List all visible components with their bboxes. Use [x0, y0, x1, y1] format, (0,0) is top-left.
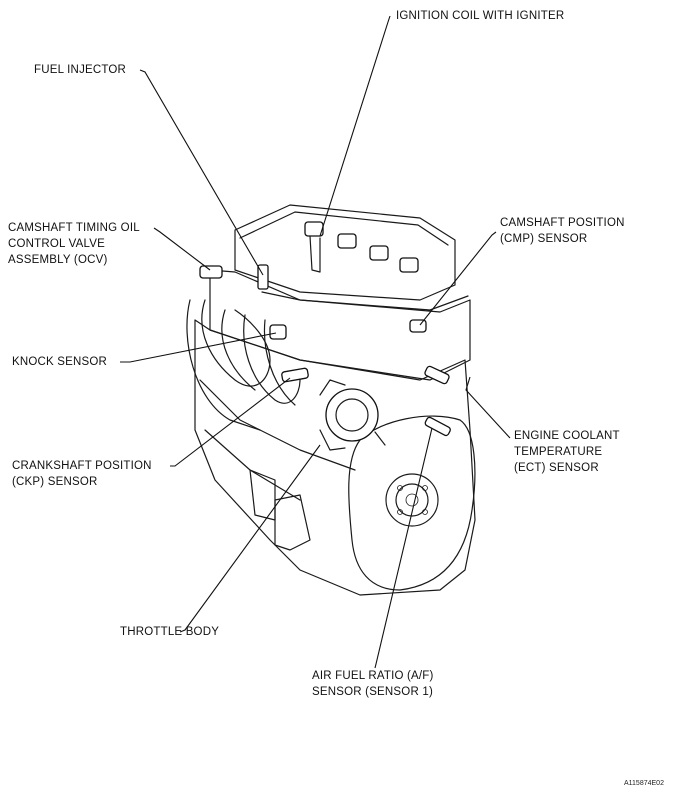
ckp-sensor-part — [281, 367, 309, 383]
label-ect-line1: ENGINE COOLANT — [514, 430, 620, 442]
ect-sensor-part — [424, 365, 450, 385]
label-ignition-coil-text: IGNITION COIL WITH IGNITER — [396, 10, 565, 22]
label-ocv-line2: CONTROL VALVE — [8, 238, 105, 250]
label-ckp-sensor: CRANKSHAFT POSITION (CKP) SENSOR — [12, 458, 152, 490]
label-knock-sensor: KNOCK SENSOR — [12, 354, 107, 370]
label-fuel-injector: FUEL INJECTOR — [34, 62, 126, 78]
leader-lines — [120, 15, 511, 669]
label-cmp-line1: CAMSHAFT POSITION — [500, 217, 625, 229]
label-af-line1: AIR FUEL RATIO (A/F) — [312, 670, 434, 682]
label-ignition-coil: IGNITION COIL WITH IGNITER — [396, 8, 564, 24]
label-cmp-sensor: CAMSHAFT POSITION (CMP) SENSOR — [500, 215, 625, 247]
figure-id: A115874E02 — [624, 780, 664, 787]
label-throttle-body: THROTTLE BODY — [120, 624, 219, 640]
ocv-part — [199, 265, 223, 279]
knock-sensor-part — [269, 324, 287, 340]
label-knock-text: KNOCK SENSOR — [12, 356, 108, 368]
label-ocv-line3: ASSEMBLY (OCV) — [8, 254, 108, 266]
label-ect-line3: (ECT) SENSOR — [514, 462, 599, 474]
label-throttle-text: THROTTLE BODY — [120, 626, 220, 638]
cmp-sensor-part — [409, 319, 427, 333]
throttle-body-part — [319, 379, 386, 451]
label-ckp-line1: CRANKSHAFT POSITION — [12, 460, 152, 472]
label-ckp-line2: (CKP) SENSOR — [12, 476, 98, 488]
label-ect-line2: TEMPERATURE — [514, 446, 603, 458]
label-ect-sensor: ENGINE COOLANT TEMPERATURE (ECT) SENSOR — [514, 428, 620, 476]
label-cmp-line2: (CMP) SENSOR — [500, 233, 588, 245]
label-ocv-line1: CAMSHAFT TIMING OIL — [8, 222, 140, 234]
af-sensor-part — [424, 416, 451, 437]
label-af-sensor: AIR FUEL RATIO (A/F) SENSOR (SENSOR 1) — [312, 668, 434, 700]
label-af-line2: SENSOR (SENSOR 1) — [312, 686, 433, 698]
coil-packs — [304, 221, 419, 273]
engine-outline — [186, 204, 476, 596]
label-ocv: CAMSHAFT TIMING OIL CONTROL VALVE ASSEMB… — [8, 220, 140, 268]
label-fuel-injector-text: FUEL INJECTOR — [34, 64, 127, 76]
